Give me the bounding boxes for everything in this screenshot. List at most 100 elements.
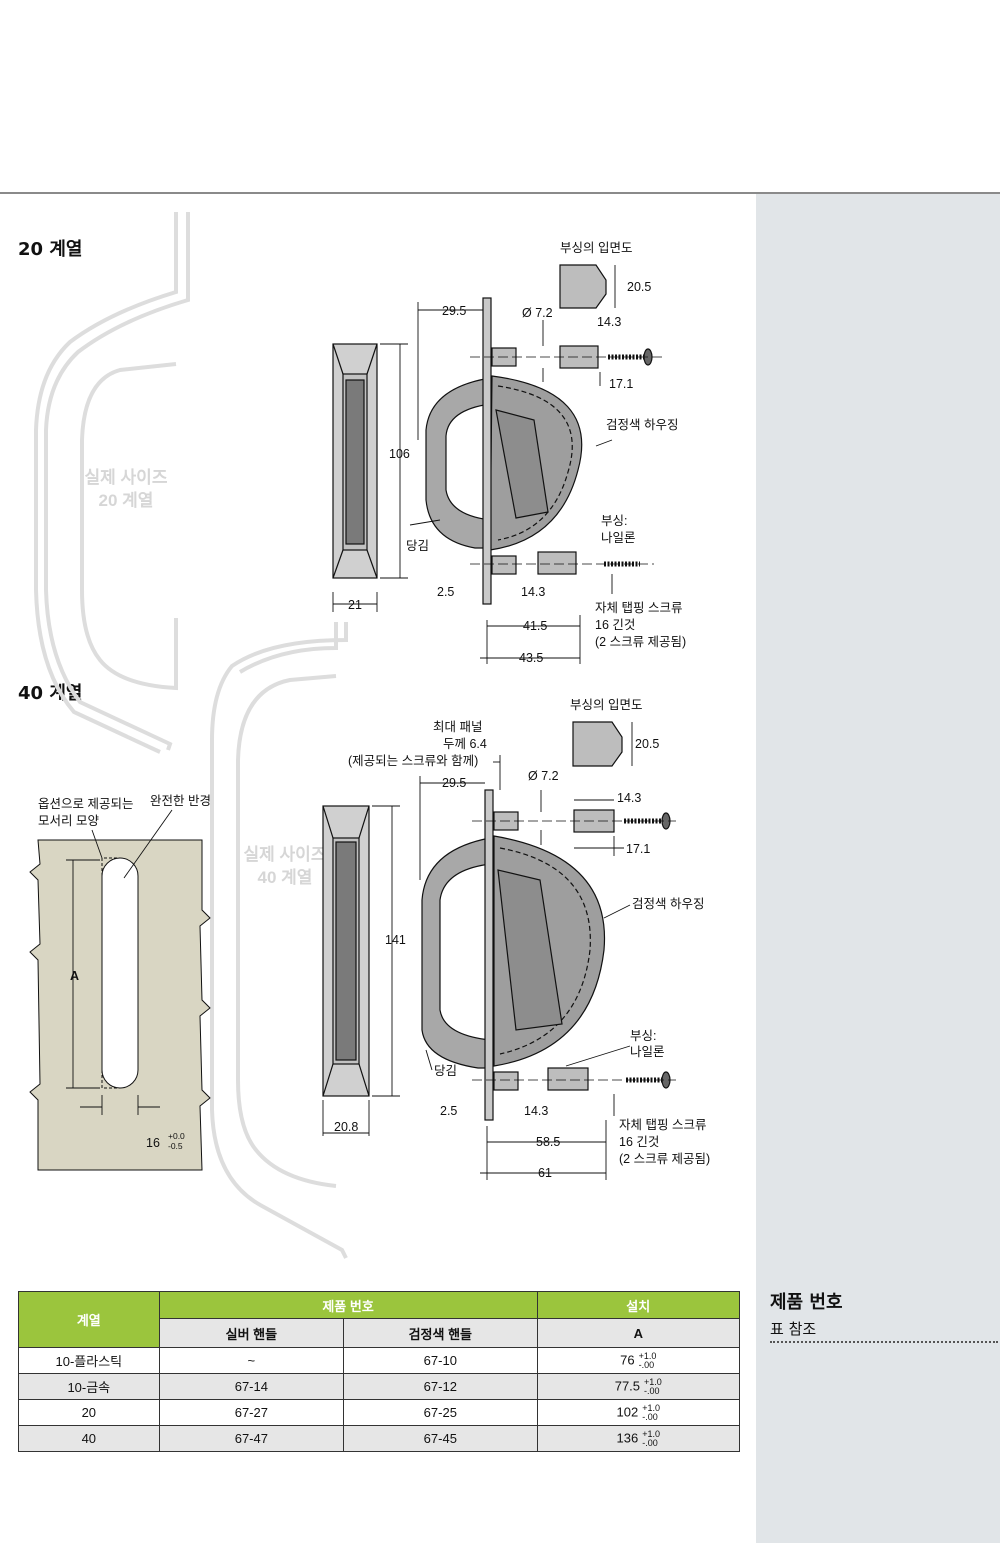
panel-note-a: 최대 패널 <box>433 720 482 734</box>
dim-dia-7-2-20: Ø 7.2 <box>522 306 553 320</box>
th-series: 계열 <box>18 1291 160 1348</box>
tol-minus: -.00 <box>638 1359 655 1370</box>
watermark-40-line2: 40 계열 <box>258 868 313 887</box>
watermark-handle-outline-20 <box>34 212 190 754</box>
series-20-drawing <box>332 264 662 664</box>
bushing-elevation-20 <box>559 264 607 309</box>
dim-14-3-top-20: 14.3 <box>597 315 621 329</box>
tol-minus: -.00 <box>642 1411 658 1422</box>
cutout-slot <box>101 857 139 1089</box>
th-a: A <box>536 1318 741 1348</box>
cell-series: 40 <box>18 1425 160 1452</box>
dim-61-40: 61 <box>538 1166 552 1180</box>
tol-minus: -.00 <box>642 1437 658 1448</box>
table-row: 20 67-27 67-25 102+1.0-.00 <box>18 1399 741 1426</box>
th-product-number: 제품 번호 <box>158 1291 538 1319</box>
cell-a: 76+1.0-.00 <box>536 1347 741 1374</box>
dim-141-40: 141 <box>385 933 406 947</box>
bushing-elevation-label-20: 부싱의 입면도 <box>560 241 632 255</box>
pull-grip-40 <box>421 837 491 1069</box>
screw-label-20-b: 16 긴것 <box>595 618 635 632</box>
screw-label-20-a: 자체 탭핑 스크류 <box>595 601 682 615</box>
full-radius-label: 완전한 반경 <box>150 794 211 808</box>
housing-label-40: 검정색 하우징 <box>632 897 704 911</box>
dim-dia-7-2-40: Ø 7.2 <box>528 769 559 783</box>
spec-table: 계열 제품 번호 설치 실버 핸들 검정색 핸들 A 10-플라스틱 ~ 67-… <box>18 1291 741 1452</box>
cell-a-value: 77.5 <box>614 1377 641 1393</box>
sidebar-dotted-rule <box>770 1341 998 1343</box>
panel-note-c: (제공되는 스크류와 함께) <box>348 754 478 768</box>
cell-a: 77.5+1.0-.00 <box>536 1373 741 1400</box>
bushing-bottom-40 <box>547 1067 589 1091</box>
series-40-drawing <box>322 721 676 1180</box>
dim-29-5-40: 29.5 <box>442 776 466 790</box>
bushing-top-20 <box>559 345 599 369</box>
dim-14-3-bottom-20: 14.3 <box>521 585 545 599</box>
housing-label-20: 검정색 하우징 <box>606 418 678 432</box>
screw-label-40-c: (2 스크류 제공됨) <box>619 1152 710 1166</box>
dim-106-20: 106 <box>389 447 410 461</box>
cell-series: 10-플라스틱 <box>18 1347 160 1374</box>
screw-label-40-a: 자체 탭핑 스크류 <box>619 1118 706 1132</box>
cutout-tol-plus: +0.0 <box>168 1131 185 1141</box>
technical-drawings: 실제 사이즈 20 계열 실제 사이즈 40 계열 <box>29 212 710 1259</box>
dim-14-3-top-40: 14.3 <box>617 791 641 805</box>
dim-21-20: 21 <box>348 598 362 612</box>
table-row: 40 67-47 67-45 136+1.0-.00 <box>18 1425 741 1452</box>
cell-silver: 67-47 <box>158 1425 345 1452</box>
cell-silver: 67-14 <box>158 1373 345 1400</box>
tol-plus: +1.0 <box>642 1402 660 1413</box>
tol-minus: -.00 <box>644 1385 660 1396</box>
dim-20-8-40: 20.8 <box>334 1120 358 1134</box>
dim-17-1-20: 17.1 <box>609 377 633 391</box>
cell-silver: 67-27 <box>158 1399 345 1426</box>
cutout-width-label: 16 <box>146 1136 160 1150</box>
optional-corner-label-a: 옵션으로 제공되는 <box>38 797 133 811</box>
cell-a-value: 76 <box>620 1351 635 1367</box>
table-row: 10-금속 67-14 67-12 77.5+1.0-.00 <box>18 1373 741 1400</box>
front-slot-20 <box>345 379 365 545</box>
cell-black: 67-10 <box>343 1347 538 1374</box>
cell-series: 20 <box>18 1399 160 1426</box>
cell-black: 67-25 <box>343 1399 538 1426</box>
series-20-heading: 20 계열 <box>18 239 83 260</box>
bushing-label-20-a: 부싱: <box>601 514 627 528</box>
watermark-20-line2: 20 계열 <box>99 491 154 510</box>
bushing-bottom-20 <box>537 551 577 575</box>
front-slot-40 <box>335 841 357 1061</box>
dim-58-5-40: 58.5 <box>536 1135 560 1149</box>
dim-20-5-20: 20.5 <box>627 280 651 294</box>
sidebar-subtitle: 표 참조 <box>770 1320 817 1338</box>
tol-plus: +1.0 <box>638 1350 657 1361</box>
cell-silver: ~ <box>158 1347 345 1374</box>
cell-a: 136+1.0-.00 <box>536 1425 741 1452</box>
dim-17-1-40: 17.1 <box>626 842 650 856</box>
dim-41-5-20: 41.5 <box>523 619 547 633</box>
dim-2-5-20: 2.5 <box>437 585 454 599</box>
cell-a-value: 102 <box>616 1403 639 1419</box>
table-row: 10-플라스틱 ~ 67-10 76+1.0-.00 <box>18 1347 741 1374</box>
cell-black: 67-45 <box>343 1425 538 1452</box>
dim-29-5-20: 29.5 <box>442 304 466 318</box>
dim-a-label: A <box>70 969 79 983</box>
panel-cutout-diagram <box>29 809 211 1171</box>
cell-a-value: 136 <box>616 1429 639 1445</box>
tol-plus: +1.0 <box>644 1376 662 1387</box>
th-install: 설치 <box>536 1291 741 1319</box>
top-rule <box>0 192 1000 194</box>
cell-a: 102+1.0-.00 <box>536 1399 741 1426</box>
dim-43-5-20: 43.5 <box>519 651 543 665</box>
screw-label-40-b: 16 긴것 <box>619 1135 659 1149</box>
pull-label-20: 당김 <box>406 539 429 553</box>
bushing-label-40-a: 부싱: <box>630 1029 656 1043</box>
watermark-handle-outline-40 <box>210 622 348 1259</box>
sidebar-panel <box>756 194 1000 1543</box>
bushing-label-20-b: 나일론 <box>601 531 636 545</box>
dim-20-5-40: 20.5 <box>635 737 659 751</box>
cell-series: 10-금속 <box>18 1373 160 1400</box>
pull-label-40: 당김 <box>434 1064 457 1078</box>
bushing-elevation-label-40: 부싱의 입면도 <box>570 698 642 712</box>
bushing-elevation-40 <box>572 721 623 767</box>
panel-note-b: 두께 6.4 <box>443 737 487 751</box>
dim-14-3-bottom-40: 14.3 <box>524 1104 548 1118</box>
